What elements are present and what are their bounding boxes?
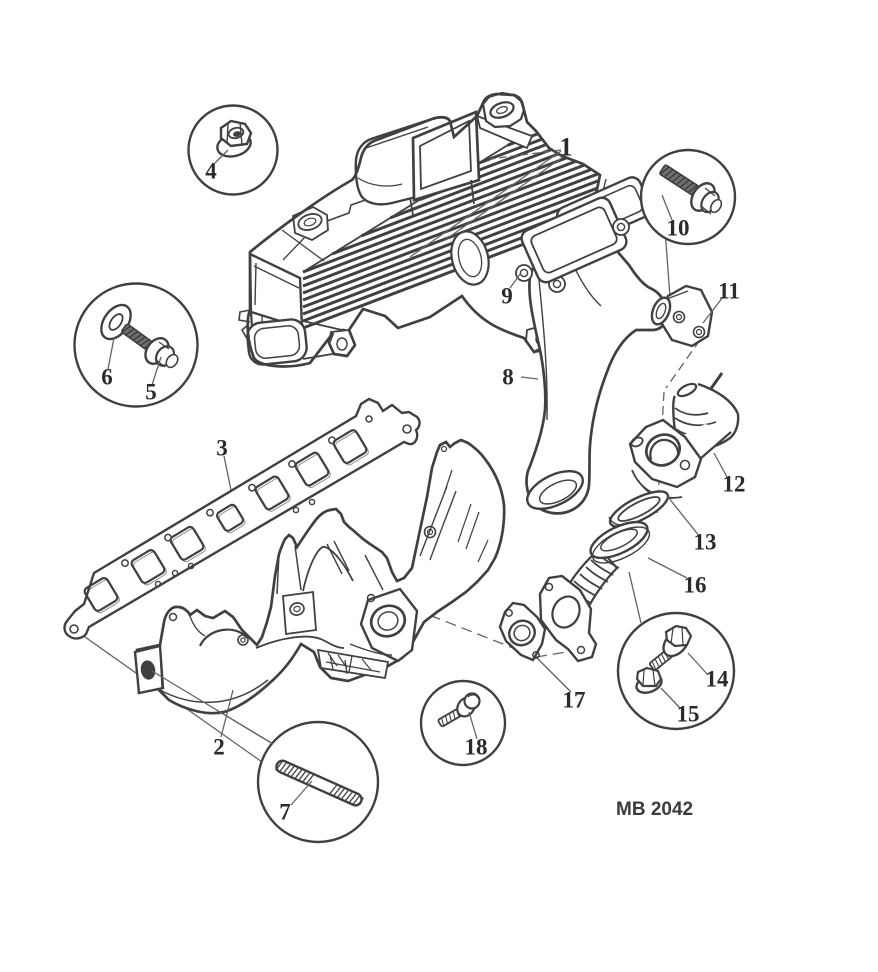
svg-text:18: 18 [465, 735, 488, 760]
svg-text:17: 17 [563, 688, 586, 713]
svg-text:1: 1 [560, 133, 573, 162]
svg-text:10: 10 [667, 216, 690, 241]
svg-text:6: 6 [101, 365, 113, 390]
svg-text:9: 9 [501, 284, 513, 309]
svg-text:15: 15 [677, 702, 700, 727]
svg-text:8: 8 [502, 365, 514, 390]
svg-text:14: 14 [706, 667, 730, 692]
svg-text:MB 2042: MB 2042 [616, 799, 693, 820]
svg-text:12: 12 [723, 472, 746, 497]
svg-text:11: 11 [718, 279, 740, 304]
svg-text:2: 2 [213, 735, 225, 760]
svg-text:7: 7 [279, 800, 291, 825]
svg-text:3: 3 [216, 436, 228, 461]
svg-text:4: 4 [205, 159, 217, 184]
svg-text:13: 13 [694, 530, 717, 555]
svg-text:16: 16 [684, 573, 707, 598]
svg-text:5: 5 [145, 380, 157, 405]
